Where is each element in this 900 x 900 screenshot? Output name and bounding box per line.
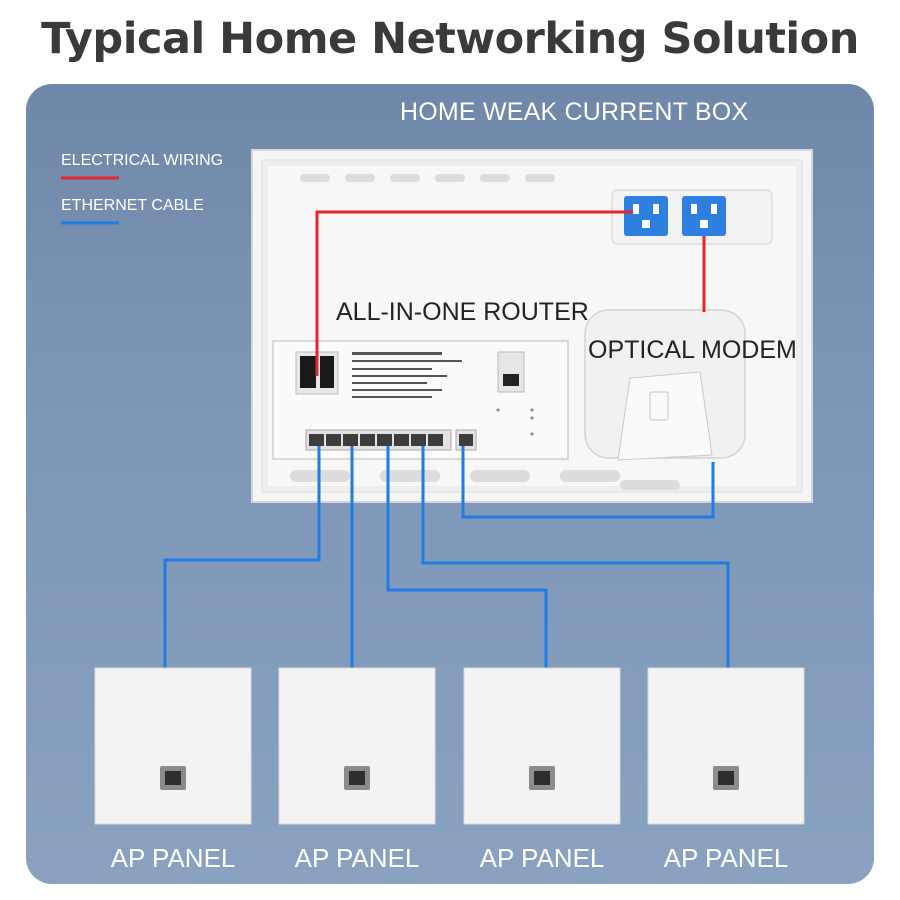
ethernet-cables [163,446,730,668]
ap-panel-2 [278,667,436,825]
optical-modem [584,309,746,461]
ap-panel-1 [94,667,252,825]
electrical-legend-label: ELECTRICAL WIRING [61,152,224,169]
ethernet-cable-modem [461,446,715,519]
ap-panel-caption-1: AP PANEL [110,843,236,873]
router-label: ALL-IN-ONE ROUTER [336,298,589,326]
power-strip [611,189,773,245]
vent-slots [290,174,680,490]
ap-panel-caption-2: AP PANEL [294,843,420,873]
ethernet-cable-ap-3 [386,446,548,668]
page-title: Typical Home Networking Solution [41,14,859,64]
ethernet-legend-label: ETHERNET CABLE [61,197,204,214]
modem-label: OPTICAL MODEM [588,336,797,364]
legend-swatches [61,176,119,225]
ap-panel-4 [647,667,805,825]
router-power-wire [315,210,633,376]
ap-panel-caption-4: AP PANEL [663,843,789,873]
electrical-wiring [315,210,706,376]
ethernet-cable-ap-1 [163,446,321,668]
ap-panels [94,667,805,825]
weak-current-box-label: HOME WEAK CURRENT BOX [400,98,749,126]
ethernet-cable-ap-4 [421,446,730,668]
all-in-one-router [272,340,569,460]
ap-panel-3 [463,667,621,825]
ap-panel-caption-3: AP PANEL [479,843,605,873]
